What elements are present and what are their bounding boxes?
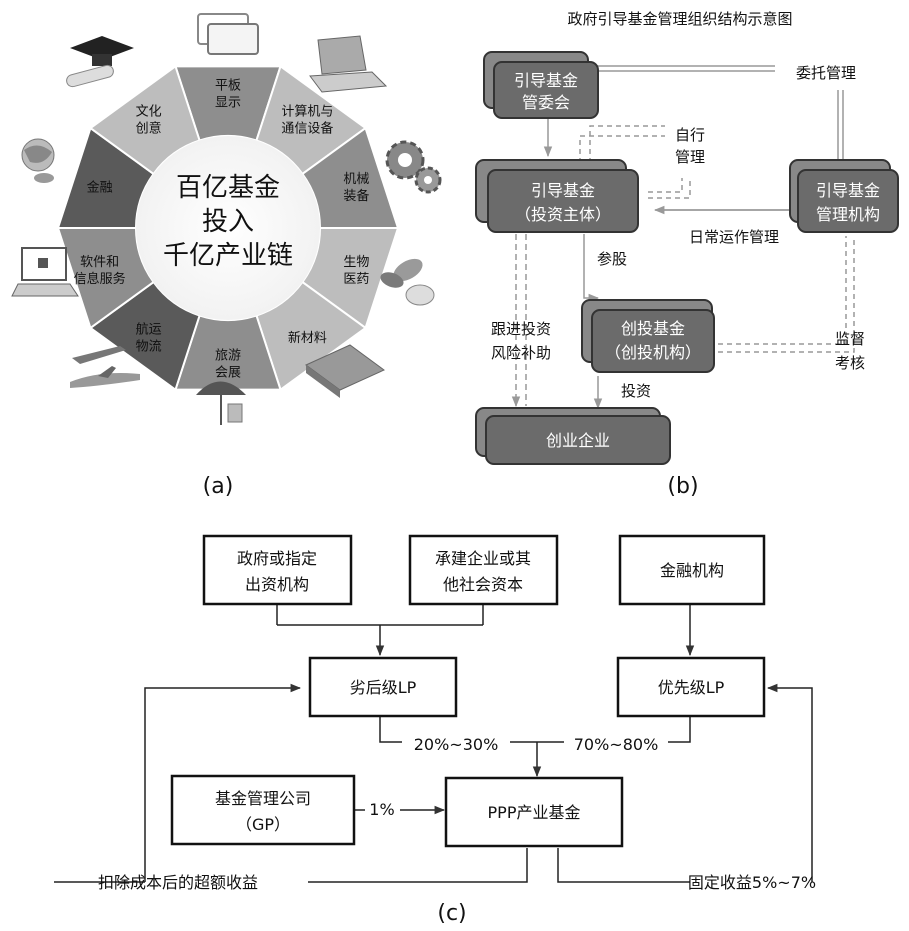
ring-segment-label: 物流 [136, 340, 162, 355]
label-supervise-1: 监督 [835, 330, 865, 348]
ring-center [136, 136, 320, 320]
gp-line-2: （GP） [236, 815, 290, 834]
laptop-icon [309, 35, 388, 93]
panel-c: 政府或指定 出资机构 承建企业或其 他社会资本 金融机构 劣后级LP 优先级LP… [54, 534, 816, 926]
ring-segment-label: 医药 [343, 272, 369, 287]
label-fixed-return: 固定收益5%~7% [688, 873, 816, 892]
label-equity: 参股 [597, 250, 627, 268]
label-entrust: 委托管理 [796, 64, 856, 82]
fund-line-2: （投资主体） [515, 205, 611, 224]
committee-line-2: 管委会 [522, 93, 570, 112]
ring-segment-label: 装备 [343, 188, 369, 204]
box-junior-lp: 劣后级LP [308, 656, 458, 718]
box-finance: 金融机构 [618, 534, 766, 606]
gear-icon [385, 140, 442, 194]
computer-icon [11, 247, 79, 297]
gp-line-1: 基金管理公司 [215, 789, 311, 808]
label-self-manage-1: 自行 [675, 126, 705, 144]
c-connectors [54, 605, 813, 883]
ring-segment-label: 金融 [87, 179, 113, 195]
ppp-label: PPP产业基金 [488, 803, 581, 822]
caption-c: (c) [437, 901, 466, 926]
gov-line-2: 出资机构 [245, 575, 309, 594]
box-ppp: PPP产业基金 [444, 776, 624, 848]
label-junior-pct: 20%~30% [414, 735, 499, 754]
label-gp-pct: 1% [369, 800, 394, 819]
contractor-line-1: 承建企业或其 [435, 549, 531, 568]
label-self-manage-2: 管理 [675, 148, 705, 166]
vc-line-1: 创投基金 [621, 319, 685, 338]
box-gov: 政府或指定 出资机构 [202, 534, 353, 606]
ring-segment-label: 会展 [215, 366, 241, 381]
graduation-cap-icon [66, 36, 134, 88]
label-supervise-2: 考核 [835, 354, 865, 372]
ring-segment-label: 计算机与 [281, 104, 333, 119]
caption-b: (b) [667, 474, 698, 499]
title-b: 政府引导基金管理组织结构示意图 [567, 10, 792, 28]
label-excess-return: 扣除成本后的超额收益 [98, 873, 258, 892]
box-manager: 引导基金 管理机构 [789, 159, 899, 233]
ring-segment-label: 显示 [215, 96, 241, 111]
label-follow-1: 跟进投资 [491, 320, 551, 338]
label-daily-ops: 日常运作管理 [689, 228, 779, 246]
box-committee: 引导基金 管委会 [483, 51, 599, 119]
umbrella-icon [196, 381, 246, 425]
label-invest: 投资 [621, 382, 651, 400]
center-line-1: 百亿基金 [176, 173, 280, 203]
ring-segment-label: 生物 [343, 255, 369, 270]
material-board-icon [305, 344, 385, 398]
manager-line-2: 管理机构 [816, 205, 880, 224]
ring-segment-label: 新材料 [288, 330, 327, 346]
startup-label: 创业企业 [546, 431, 610, 450]
ring-segment-label: 机械 [343, 172, 369, 187]
ring-segment-label: 通信设备 [281, 120, 333, 136]
senior-lp-label: 优先级LP [658, 678, 725, 697]
vc-line-2: （创投机构） [605, 343, 701, 362]
ring-segment-label: 平板 [215, 79, 241, 94]
center-line-2: 投入 [202, 207, 254, 237]
finance-label: 金融机构 [660, 561, 724, 580]
box-contractor: 承建企业或其 他社会资本 [408, 534, 559, 606]
box-gp: 基金管理公司 （GP） [170, 774, 356, 846]
box-senior-lp: 优先级LP [616, 656, 766, 718]
ring-segment-label: 航运 [136, 322, 162, 338]
committee-line-1: 引导基金 [514, 71, 578, 90]
globe-icon [21, 138, 55, 183]
contractor-line-2: 他社会资本 [443, 575, 523, 594]
ring-segment-label: 旅游 [215, 349, 241, 364]
ring-segment-label: 信息服务 [74, 271, 126, 287]
manager-line-1: 引导基金 [816, 181, 880, 200]
label-senior-pct: 70%~80% [574, 735, 659, 754]
center-line-3: 千亿产业链 [163, 241, 293, 271]
airplane-icon [70, 346, 140, 388]
caption-a: (a) [203, 474, 234, 499]
junior-lp-label: 劣后级LP [350, 678, 417, 697]
label-follow-2: 风险补助 [491, 344, 551, 362]
tablet-icon [197, 13, 259, 55]
medicine-icon [380, 258, 435, 306]
panel-b: 政府引导基金管理组织结构示意图 [475, 10, 899, 499]
ring-segment-label: 软件和 [80, 255, 119, 270]
gov-line-1: 政府或指定 [237, 549, 317, 568]
box-startup: 创业企业 [475, 407, 671, 465]
box-fund: 引导基金 （投资主体） [475, 159, 639, 233]
ring-segment-label: 创意 [136, 120, 162, 136]
box-vc: 创投基金 （创投机构） [581, 299, 715, 373]
fund-line-1: 引导基金 [531, 181, 595, 200]
ring-segment-label: 文化 [136, 104, 162, 119]
